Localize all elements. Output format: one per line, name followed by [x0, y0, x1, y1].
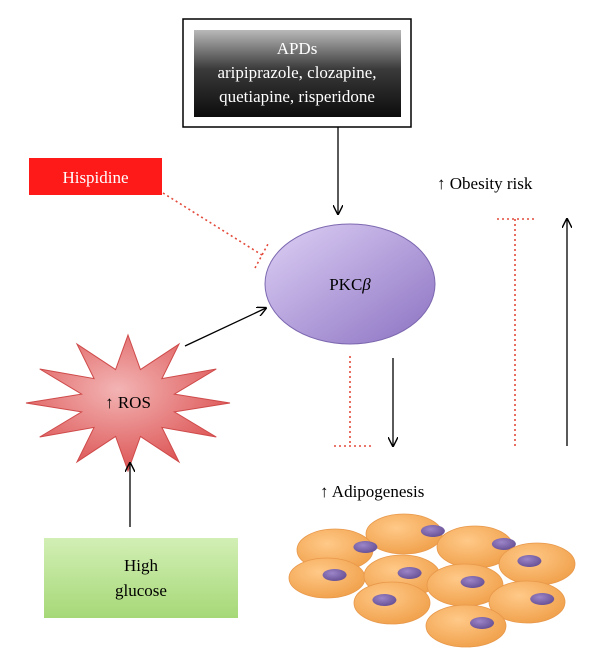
apds-drugs-line2: quetiapine, risperidone	[219, 87, 375, 106]
ros-node: ↑ ROS	[25, 333, 231, 473]
apds-box: APDs aripiprazole, clozapine, quetiapine…	[182, 18, 412, 128]
pkc-beta-node: PKCβ	[264, 223, 436, 345]
apds-title: APDs	[277, 39, 318, 58]
ros-label: ↑ ROS	[105, 393, 151, 412]
hispidine-label: Hispidine	[62, 168, 128, 187]
pkc-adipogenesis-inhibition	[334, 356, 372, 447]
pkc-beta-symbol: β	[361, 275, 371, 294]
cell-nucleus	[322, 569, 347, 581]
cell-nucleus	[353, 541, 378, 553]
pkc-label: PKC	[329, 275, 362, 294]
adipocyte-cell	[426, 563, 504, 607]
svg-text:PKCβ: PKCβ	[329, 275, 371, 294]
cell-nucleus	[470, 617, 494, 629]
cell-nucleus	[530, 593, 555, 605]
adipocyte-cell	[288, 557, 366, 599]
obesity-inhibition	[497, 218, 534, 446]
high-glucose-box: High glucose	[44, 538, 238, 618]
adipocyte-cluster	[288, 513, 576, 648]
cell-nucleus	[372, 594, 397, 606]
apds-drugs-line1: aripiprazole, clozapine,	[217, 63, 376, 82]
cell-nucleus	[420, 525, 445, 537]
cell-nucleus	[517, 555, 542, 567]
adipocyte-cell	[353, 581, 431, 625]
cell-nucleus	[460, 576, 485, 588]
adipocyte-cell	[488, 580, 566, 624]
hispidine-box: Hispidine	[29, 158, 162, 195]
adipocyte-cell	[425, 604, 507, 648]
cell-nucleus	[491, 538, 516, 550]
high-glucose-line2: glucose	[115, 581, 167, 600]
high-glucose-line1: High	[124, 556, 159, 575]
obesity-risk-label: ↑ Obesity risk	[437, 174, 533, 193]
adipogenesis-label: ↑ Adipogenesis	[320, 482, 424, 501]
hispidine-inhibition	[162, 192, 269, 269]
ros-to-pkc-arrow	[184, 308, 266, 347]
adipocyte-cell	[365, 513, 445, 555]
adipocyte-cell	[498, 542, 576, 586]
cell-nucleus	[397, 567, 422, 579]
